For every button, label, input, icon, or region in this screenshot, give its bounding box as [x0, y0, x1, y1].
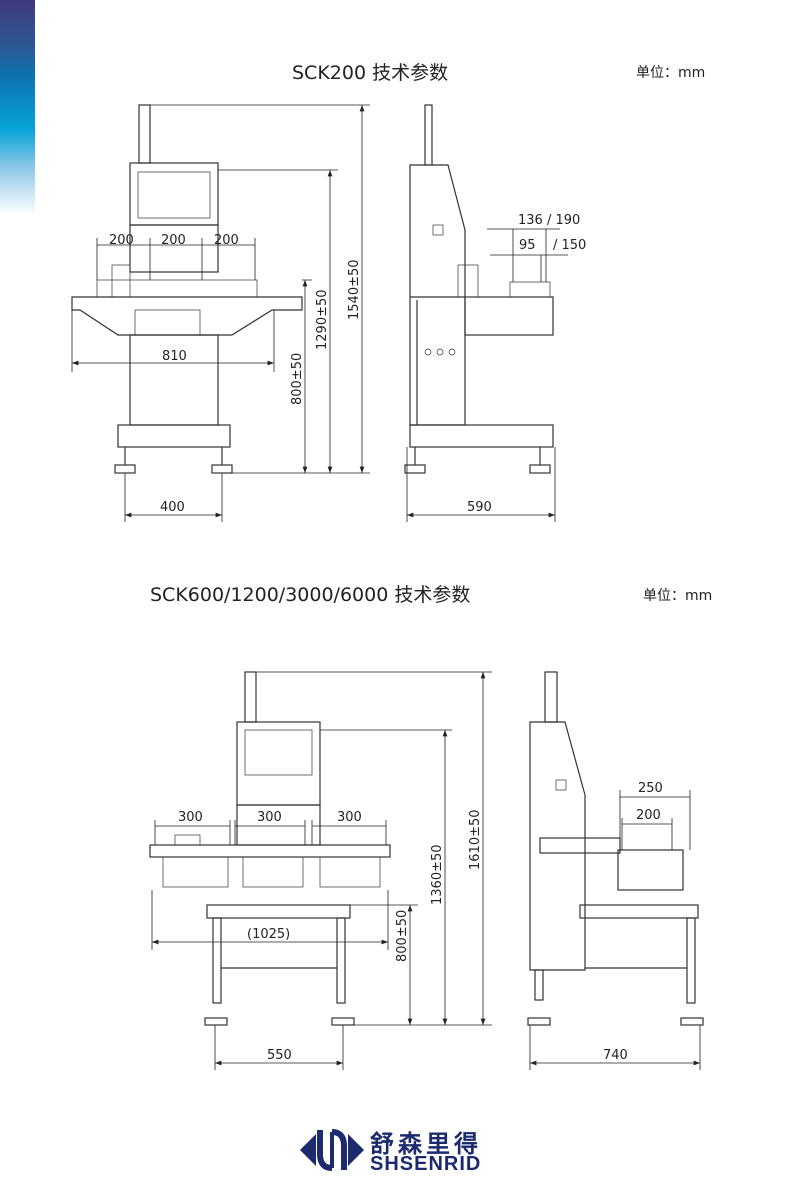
dim-depth: 590 [467, 500, 492, 515]
section1-unit: 单位：mm [636, 65, 706, 81]
section1-title: SCK200 技术参数 [292, 62, 449, 84]
sck600-front-view: 300 300 300 (1025) 550 800±50 1360±50 16… [149, 671, 492, 1070]
dim-h3: 1610±50 [468, 809, 483, 870]
dim-h1: 800±50 [395, 910, 410, 962]
dim-d3: / 150 [553, 238, 586, 253]
dim-d1: 136 / 190 [518, 213, 580, 228]
brand-logo: 舒森里得 SHSENRID [298, 1124, 523, 1176]
section2-title: SCK600/1200/3000/6000 技术参数 [150, 584, 471, 606]
sck200-side-view: 136 / 190 95 / 150 590 [404, 104, 586, 522]
logo-mark-icon [300, 1129, 364, 1171]
dim-h2: 1290±50 [315, 289, 330, 350]
sck600-side-view: 250 200 740 [527, 671, 704, 1070]
dim-depth: 740 [603, 1048, 628, 1063]
dim-h1: 800±50 [290, 353, 305, 405]
dim-h2: 1360±50 [430, 844, 445, 905]
sck200-front-view: 200 200 200 810 400 800±50 1290±50 1540±… [71, 104, 370, 522]
dim-w2: 300 [257, 810, 282, 825]
dim-w1: 300 [178, 810, 203, 825]
dim-base: 400 [160, 500, 185, 515]
dim-d1: 250 [638, 781, 663, 796]
gradient-strip [0, 0, 35, 215]
section2-unit: 单位：mm [643, 588, 713, 604]
dim-width: (1025) [247, 927, 290, 942]
dim-w1: 200 [109, 233, 134, 248]
dim-h3: 1540±50 [347, 259, 362, 320]
dim-d2: 95 [519, 238, 536, 253]
dim-d2: 200 [636, 808, 661, 823]
logo-cn-text: 舒森里得 [370, 1130, 482, 1158]
dim-width: 810 [162, 349, 187, 364]
dim-w3: 200 [214, 233, 239, 248]
dim-w2: 200 [161, 233, 186, 248]
logo-en-text: SHSENRID [370, 1153, 482, 1175]
dim-base: 550 [267, 1048, 292, 1063]
dim-w3: 300 [337, 810, 362, 825]
